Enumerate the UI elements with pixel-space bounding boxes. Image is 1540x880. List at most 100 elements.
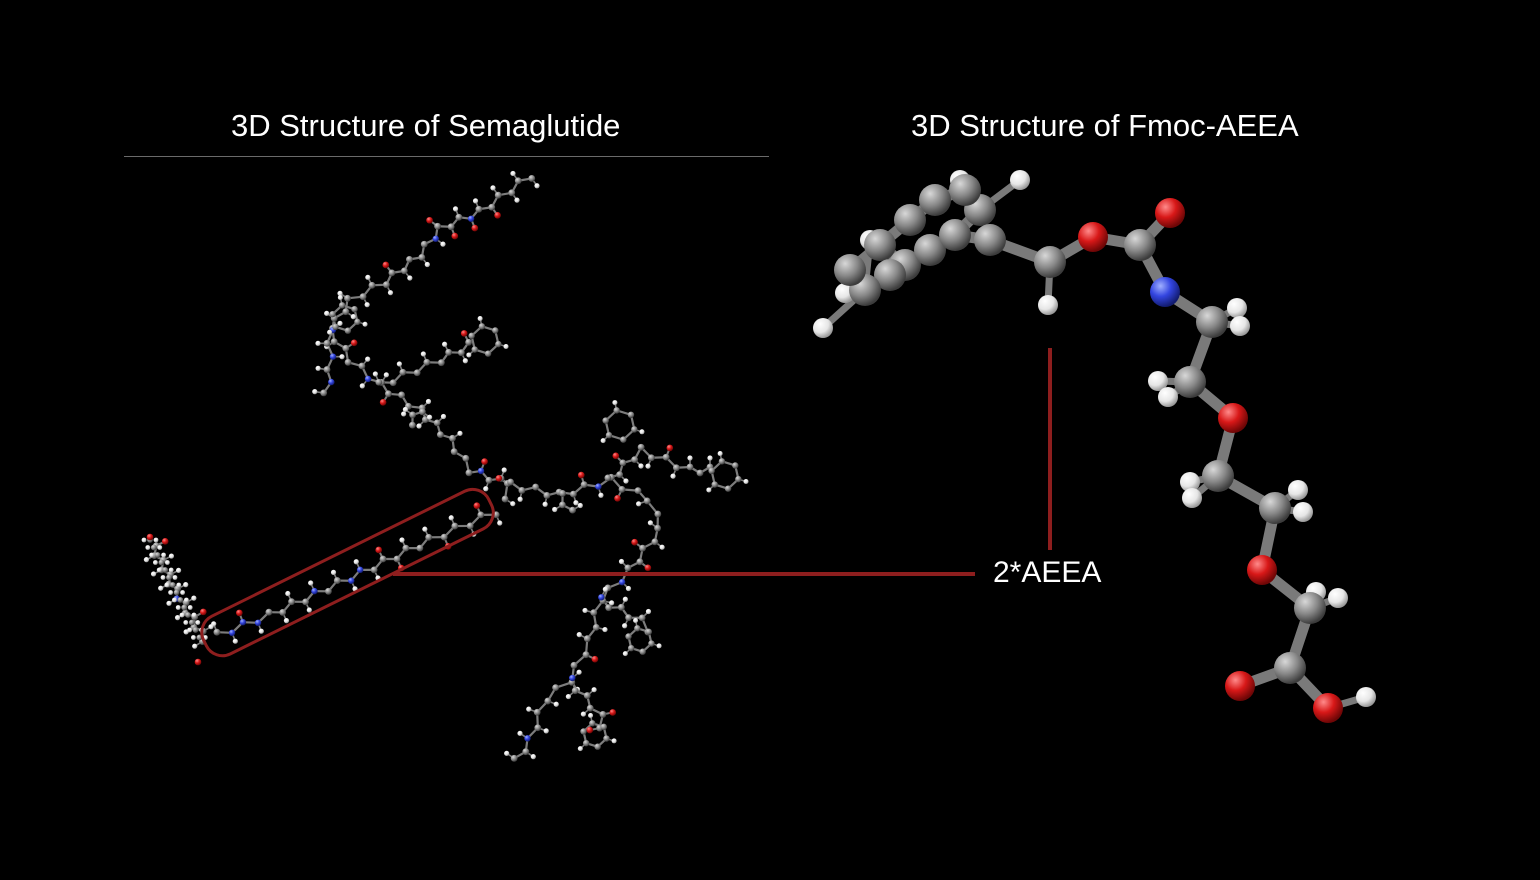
hydrogen-atom [656, 643, 662, 649]
carbon-atom [636, 558, 644, 566]
hydrogen-atom [184, 597, 189, 603]
carbon-atom [475, 205, 483, 213]
hydrogen-atom [402, 406, 408, 413]
carbon-atom [451, 522, 459, 530]
hydrogen-atom [285, 590, 291, 597]
hydrogen-atom [1356, 687, 1376, 707]
aeea-highlight-box [200, 487, 495, 658]
carbon-atom [416, 544, 424, 552]
oxygen-atom [631, 538, 638, 546]
hydrogen-atom [510, 501, 516, 507]
hydrogen-atom [670, 473, 676, 479]
hydrogen-atom [157, 545, 163, 550]
carbon-atom [462, 454, 470, 462]
carbon-atom [330, 338, 338, 346]
carbon-atom [528, 175, 536, 182]
hydrogen-atom [577, 746, 583, 752]
carbon-atom [580, 481, 588, 489]
hydrogen-atom [312, 389, 318, 395]
oxygen-atom [379, 398, 387, 406]
carbon-atom [344, 358, 352, 366]
carbon-atom [419, 408, 426, 416]
hydrogen-atom [576, 632, 582, 638]
hydrogen-atom [457, 430, 463, 436]
oxygen-atom [495, 475, 503, 482]
carbon-atom [162, 567, 169, 573]
hydrogen-atom [1180, 472, 1200, 492]
hydrogen-atom [175, 567, 182, 573]
nitrogen-atom [364, 375, 372, 383]
hydrogen-atom [472, 198, 479, 204]
hydrogen-atom [364, 302, 370, 308]
carbon-atom [213, 628, 221, 636]
hydrogen-atom [1288, 480, 1308, 500]
hydrogen-atom [526, 706, 532, 712]
hydrogen-atom [416, 423, 422, 429]
carbon-atom [409, 411, 416, 419]
oxygen-atom [1218, 403, 1248, 433]
carbon-atom [718, 458, 726, 465]
hydrogen-atom [633, 617, 639, 623]
hydrogen-atom [153, 560, 158, 565]
hydrogen-atom [503, 344, 509, 350]
carbon-atom [974, 224, 1006, 256]
carbon-atom [620, 436, 627, 443]
hydrogen-atom [577, 502, 583, 509]
carbon-atom [437, 359, 445, 367]
oxygen-atom [1247, 555, 1277, 585]
hydrogen-atom [165, 560, 170, 565]
carbon-atom [569, 506, 576, 514]
carbon-atom [616, 471, 624, 479]
carbon-atom [177, 597, 184, 603]
carbon-atom [619, 459, 627, 467]
carbon-atom [1274, 652, 1306, 684]
hydrogen-atom [636, 501, 642, 507]
nitrogen-atom [356, 566, 364, 574]
carbon-atom [389, 379, 397, 387]
hydrogen-atom [425, 398, 432, 405]
hydrogen-atom [168, 590, 174, 595]
carbon-atom [323, 366, 331, 373]
carbon-atom [582, 651, 590, 659]
hydrogen-atom [687, 455, 693, 461]
nitrogen-atom [598, 594, 605, 601]
carbon-atom [645, 628, 653, 636]
nitrogen-atom [524, 735, 531, 742]
bonds-layer [145, 172, 1370, 760]
carbon-atom [181, 604, 188, 611]
carbon-atom [325, 587, 332, 595]
carbon-atom [358, 362, 366, 370]
atoms-layer [141, 170, 1376, 762]
nitrogen-atom [1150, 277, 1180, 307]
carbon-atom [514, 177, 522, 185]
carbon-atom [914, 234, 946, 266]
hydrogen-atom [625, 585, 632, 592]
carbon-atom [592, 623, 600, 631]
hydrogen-atom [622, 596, 628, 602]
carbon-atom [445, 348, 453, 356]
hydrogen-atom [168, 553, 175, 559]
aeea-callout-label: 2*AEEA [993, 556, 1102, 589]
carbon-atom [559, 501, 566, 509]
hydrogen-atom [645, 608, 652, 615]
nitrogen-atom [477, 467, 485, 475]
hydrogen-atom [530, 754, 536, 760]
carbon-atom [949, 174, 981, 206]
oxygen-atom [460, 330, 468, 337]
hydrogen-atom [1227, 298, 1247, 318]
hydrogen-atom [208, 624, 214, 630]
carbon-atom [344, 294, 351, 302]
carbon-atom [351, 305, 358, 313]
hydrogen-atom [573, 500, 579, 506]
oxygen-atom [426, 216, 433, 224]
carbon-atom [639, 648, 646, 655]
oxygen-atom [375, 546, 383, 554]
hydrogen-atom [706, 487, 712, 493]
carbon-atom [605, 431, 613, 439]
hydrogen-atom [401, 411, 407, 417]
hydrogen-atom [501, 467, 507, 473]
carbon-atom [522, 748, 530, 756]
carbon-atom [510, 754, 518, 762]
hydrogen-atom [327, 329, 333, 335]
oxygen-atom [614, 494, 621, 502]
